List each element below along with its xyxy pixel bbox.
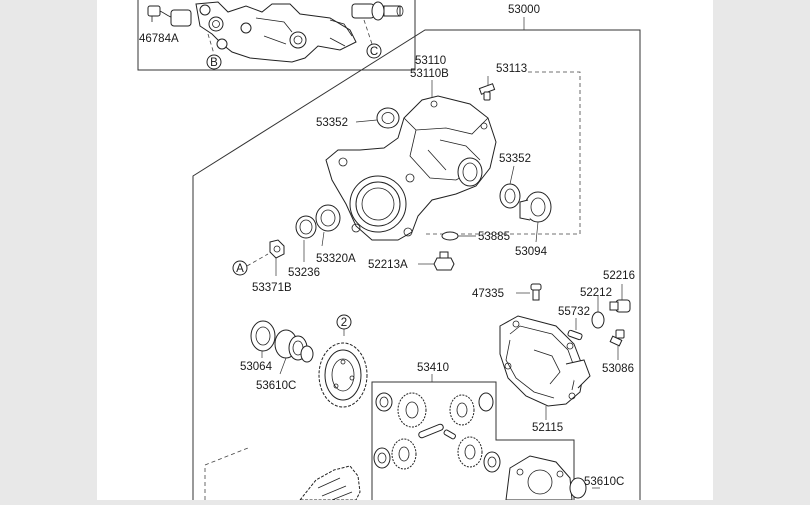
shim-53236 [295, 215, 317, 239]
part-label-46784A: 46784A [139, 33, 179, 45]
assembly-53000-frame [192, 29, 641, 500]
part-label-53000: 53000 [508, 4, 540, 16]
carrier-dashed-box [426, 71, 581, 235]
left-margin [0, 0, 97, 500]
ring-gear [318, 342, 368, 408]
bolt-53113 [478, 83, 496, 101]
callout-c-label: C [370, 46, 378, 58]
parts-diagram-sheet: B C 46784A 53000 [97, 0, 713, 501]
part-label-53236: 53236 [288, 267, 320, 279]
part-label-53064: 53064 [240, 361, 273, 373]
bearing-53610C [274, 329, 314, 363]
shim-53064 [250, 320, 276, 352]
part-label-53113: 53113 [496, 63, 527, 75]
pin-55732 [567, 329, 583, 341]
callout-2-label: 2 [341, 317, 347, 329]
right-margin [713, 0, 810, 500]
differential-carrier [325, 95, 497, 241]
part-label-53110B: 53110B [410, 68, 449, 80]
part-label-53352-a: 53352 [316, 117, 348, 129]
callout-c [366, 43, 382, 59]
exploded-parts-diagram: B C 46784A 53000 [137, 0, 641, 501]
gasket-52212 [591, 311, 605, 329]
part-label-53610C-a: 53610C [256, 380, 296, 392]
part-label-52115: 52115 [532, 422, 563, 434]
seal-53352-top [376, 107, 400, 129]
seal-53352-right [499, 183, 521, 209]
diff-case [505, 455, 587, 501]
breather-47335 [530, 283, 542, 301]
callout-a [232, 260, 248, 276]
flange-53094 [519, 191, 552, 223]
top-inset: B C 46784A [137, 0, 416, 71]
part-label-55732: 55732 [558, 306, 590, 318]
part-label-53110: 53110 [415, 55, 446, 67]
plug-52213A [433, 251, 455, 271]
nut-53371B [269, 239, 285, 259]
part-label-53410: 53410 [417, 362, 449, 374]
bearing-53320A [315, 204, 341, 232]
part-label-47335: 47335 [472, 288, 504, 300]
pinion-dashed-box [204, 447, 249, 500]
callout-b-label: B [210, 57, 218, 69]
oring-53885 [441, 231, 459, 241]
part-label-53352-b: 53352 [499, 153, 531, 165]
part-label-53094: 53094 [515, 246, 548, 258]
part-label-53610C-b: 53610C [584, 476, 624, 488]
part-label-52212: 52212 [580, 287, 612, 299]
part-label-52213A: 52213A [368, 259, 408, 271]
part-label-53885: 53885 [478, 231, 510, 243]
part-label-53086: 53086 [602, 363, 634, 375]
plug-52216 [609, 299, 631, 313]
diff-gear-set [373, 392, 501, 473]
part-label-52216: 52216 [603, 270, 635, 282]
callout-b [206, 54, 222, 70]
part-label-53320A: 53320A [316, 253, 356, 265]
bolt-53086 [609, 329, 625, 347]
callout-a-label: A [236, 263, 244, 275]
part-label-53371B: 53371B [252, 282, 292, 294]
diff-gear-set-53410-box [371, 381, 575, 500]
drive-pinion [298, 465, 361, 501]
rear-cover-52115 [499, 315, 591, 407]
